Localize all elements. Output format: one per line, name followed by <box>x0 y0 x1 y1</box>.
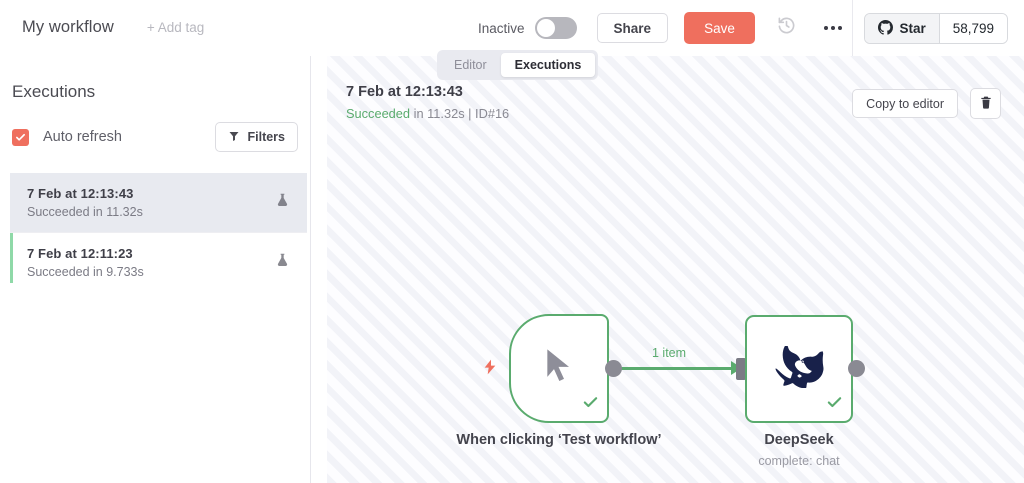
flask-icon <box>275 251 290 274</box>
save-button[interactable]: Save <box>684 12 755 44</box>
execution-detail-title: 7 Feb at 12:13:43 <box>346 84 463 100</box>
executions-list: 7 Feb at 12:13:43 Succeeded in 11.32s 7 … <box>10 173 307 292</box>
execution-status: Succeeded in 11.32s <box>27 205 143 219</box>
node-deepseek-label: DeepSeek <box>764 432 834 448</box>
top-toolbar: My workflow + Add tag Inactive Share Sav… <box>0 0 1024 56</box>
node-trigger-label: When clicking ‘Test workflow’ <box>456 432 662 448</box>
connection-item-count: 1 item <box>652 346 687 360</box>
node-trigger-when-clicking-test-workflow[interactable] <box>509 314 609 423</box>
execution-actions: Copy to editor <box>852 88 1001 119</box>
github-star-label: Star <box>899 21 926 36</box>
check-icon <box>826 394 843 416</box>
add-tag-button[interactable]: + Add tag <box>146 20 205 35</box>
execution-status: Succeeded in 9.733s <box>27 265 144 279</box>
sidebar-controls-row: Auto refresh Filters <box>12 122 298 152</box>
auto-refresh-checkbox[interactable] <box>12 128 29 146</box>
funnel-icon <box>228 130 240 145</box>
github-star-widget[interactable]: Star 58,799 <box>864 13 1008 44</box>
connection-line[interactable] <box>615 367 737 370</box>
tab-executions[interactable]: Executions <box>500 53 596 77</box>
execution-detail-status: Succeeded in 11.32s | ID#16 <box>346 106 509 121</box>
execution-name: 7 Feb at 12:11:23 <box>27 246 133 261</box>
github-icon <box>878 19 894 38</box>
github-star-count[interactable]: 58,799 <box>938 14 1007 43</box>
executions-sidebar: Executions Auto refresh Filters 7 <box>0 56 311 483</box>
mouse-cursor-icon <box>539 343 579 394</box>
workflow-active-toggle[interactable] <box>534 17 577 39</box>
filters-button[interactable]: Filters <box>215 122 298 152</box>
view-tabs: Editor Executions <box>437 50 599 80</box>
node-deepseek-sublabel: complete: chat <box>758 454 840 468</box>
sidebar-title: Executions <box>12 82 96 101</box>
list-item[interactable]: 7 Feb at 12:11:23 Succeeded in 9.733s <box>10 233 307 292</box>
deepseek-whale-icon <box>772 344 826 393</box>
toolbar-divider <box>852 0 853 56</box>
github-star-button[interactable]: Star <box>865 14 939 43</box>
deepseek-input-port[interactable] <box>736 358 746 380</box>
execution-detail-header: 7 Feb at 12:13:43 Succeeded in 11.32s | … <box>346 84 509 121</box>
lightning-bolt-icon <box>482 356 498 383</box>
tab-editor[interactable]: Editor <box>454 58 487 72</box>
toolbar-center-group: Inactive Share Save <box>478 0 842 56</box>
workflow-canvas[interactable]: 7 Feb at 12:13:43 Succeeded in 11.32s | … <box>327 56 1024 483</box>
deepseek-output-port[interactable] <box>848 360 865 377</box>
share-button[interactable]: Share <box>596 13 669 43</box>
check-icon <box>582 394 599 416</box>
execution-name: 7 Feb at 12:13:43 <box>27 186 134 201</box>
list-item[interactable]: 7 Feb at 12:13:43 Succeeded in 11.32s <box>10 173 307 233</box>
history-clock-icon[interactable] <box>777 16 796 40</box>
flask-icon <box>275 191 290 214</box>
status-badge: Succeeded <box>346 106 411 121</box>
delete-execution-button[interactable] <box>970 88 1001 119</box>
node-deepseek[interactable] <box>745 315 853 423</box>
trash-icon <box>979 95 993 113</box>
copy-to-editor-button[interactable]: Copy to editor <box>852 89 958 118</box>
workflow-active-label: Inactive <box>478 20 525 36</box>
trigger-output-port[interactable] <box>605 360 622 377</box>
workflow-title[interactable]: My workflow <box>22 18 114 36</box>
auto-refresh-label: Auto refresh <box>43 129 122 145</box>
filters-label: Filters <box>247 130 285 144</box>
execution-detail-meta: in 11.32s | ID#16 <box>410 106 510 121</box>
more-options-icon[interactable] <box>823 26 842 30</box>
toggle-knob <box>536 19 555 37</box>
